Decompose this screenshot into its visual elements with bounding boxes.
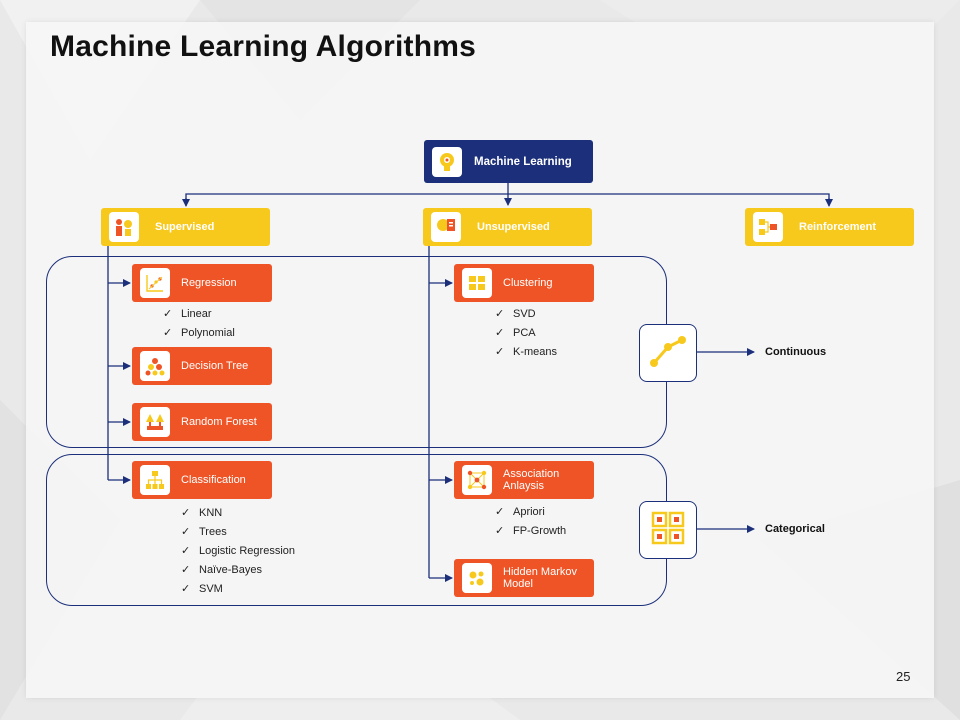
clustering-node: Clustering xyxy=(454,264,594,302)
list-item: ✓ Naïve-Bayes xyxy=(181,561,295,580)
classification-label: Classification xyxy=(181,474,246,486)
regression-list: ✓ Linear ✓ Polynomial xyxy=(163,305,235,343)
check-icon: ✓ xyxy=(181,507,191,519)
association-item-apriori: Apriori xyxy=(513,506,545,518)
clustering-list: ✓ SVD ✓ PCA ✓ K-means xyxy=(495,305,557,362)
classification-list: ✓ KNN ✓ Trees ✓ Logistic Regression ✓ Naïve-… xyxy=(181,504,295,599)
classification-item-trees: Trees xyxy=(199,526,227,538)
list-item: ✓ Apriori xyxy=(495,503,566,522)
grid-categories-icon xyxy=(650,510,686,551)
machine-learning-node: Machine Learning xyxy=(424,140,593,183)
check-icon: ✓ xyxy=(181,583,191,595)
line-graph-icon xyxy=(648,331,688,376)
list-item: ✓ SVM xyxy=(181,580,295,599)
classification-item-logistic-regression: Logistic Regression xyxy=(199,545,295,557)
continuous-label: Continuous xyxy=(765,346,827,358)
slide-title: Machine Learning Algorithms xyxy=(50,30,477,63)
list-item: ✓ Logistic Regression xyxy=(181,542,295,561)
list-item: ✓ PCA xyxy=(495,324,557,343)
check-icon: ✓ xyxy=(163,327,173,339)
regression-label: Regression xyxy=(181,277,237,289)
check-icon: ✓ xyxy=(181,545,191,557)
unsupervised-node: Unsupervised xyxy=(423,208,592,246)
list-item: ✓ KNN xyxy=(181,504,295,523)
random-forest-node: Random Forest xyxy=(132,403,272,441)
cluster-blocks-icon xyxy=(462,268,492,298)
association-list: ✓ Apriori ✓ FP-Growth xyxy=(495,503,566,541)
list-item: ✓ FP-Growth xyxy=(495,522,566,541)
pyramid-balls-icon xyxy=(140,351,170,381)
dots-cluster-icon xyxy=(462,563,492,593)
list-item: ✓ Polynomial xyxy=(163,324,235,343)
page-number: 25 xyxy=(896,669,911,684)
list-item: ✓ Linear xyxy=(163,305,235,324)
list-item: ✓ SVD xyxy=(495,305,557,324)
scatter-chart-icon xyxy=(140,268,170,298)
hmm-label-line2: Model xyxy=(503,578,533,590)
head-gear-icon xyxy=(432,146,462,177)
network-icon xyxy=(462,465,492,495)
reinforcement-label: Reinforcement xyxy=(799,221,877,233)
check-icon: ✓ xyxy=(495,308,505,320)
classification-node: Classification xyxy=(132,461,272,499)
machine-learning-label: Machine Learning xyxy=(474,155,572,168)
unsupervised-label: Unsupervised xyxy=(477,221,550,233)
regression-node: Regression xyxy=(132,264,272,302)
check-icon: ✓ xyxy=(181,526,191,538)
random-forest-label: Random Forest xyxy=(181,416,257,428)
reinforcement-node: Reinforcement xyxy=(745,208,914,246)
check-icon: ✓ xyxy=(495,506,505,518)
association-label-line2: Anlaysis xyxy=(503,480,544,492)
supervised-node: Supervised xyxy=(101,208,270,246)
classification-item-knn: KNN xyxy=(199,507,223,519)
continuous-output-box xyxy=(639,324,697,382)
categorical-label: Categorical xyxy=(765,523,825,535)
hierarchy-icon xyxy=(140,465,170,495)
trees-icon xyxy=(140,407,170,437)
clustering-item-svd: SVD xyxy=(513,308,536,320)
list-item: ✓ K-means xyxy=(495,343,557,362)
check-icon: ✓ xyxy=(495,525,505,537)
hmm-label-line1: Hidden Markov xyxy=(503,566,577,578)
people-gear-icon xyxy=(109,212,139,242)
clustering-label: Clustering xyxy=(503,277,553,289)
classification-item-svm: SVM xyxy=(199,583,223,595)
association-label-line1: Association xyxy=(503,468,560,480)
regression-item-polynomial: Polynomial xyxy=(181,327,235,339)
check-icon: ✓ xyxy=(495,346,505,358)
decision-tree-label: Decision Tree xyxy=(181,360,249,372)
classification-item-naive-bayes: Naïve-Bayes xyxy=(199,564,262,576)
regression-item-linear: Linear xyxy=(181,308,212,320)
supervised-label: Supervised xyxy=(155,221,215,233)
list-item: ✓ Trees xyxy=(181,523,295,542)
flow-chart-icon xyxy=(753,212,783,242)
check-icon: ✓ xyxy=(181,564,191,576)
clustering-item-pca: PCA xyxy=(513,327,536,339)
association-item-fp-growth: FP-Growth xyxy=(513,525,567,537)
categorical-output-box xyxy=(639,501,697,559)
check-icon: ✓ xyxy=(163,308,173,320)
head-document-icon xyxy=(431,212,461,242)
check-icon: ✓ xyxy=(495,327,505,339)
clustering-item-k-means: K-means xyxy=(513,346,558,358)
decision-tree-node: Decision Tree xyxy=(132,347,272,385)
